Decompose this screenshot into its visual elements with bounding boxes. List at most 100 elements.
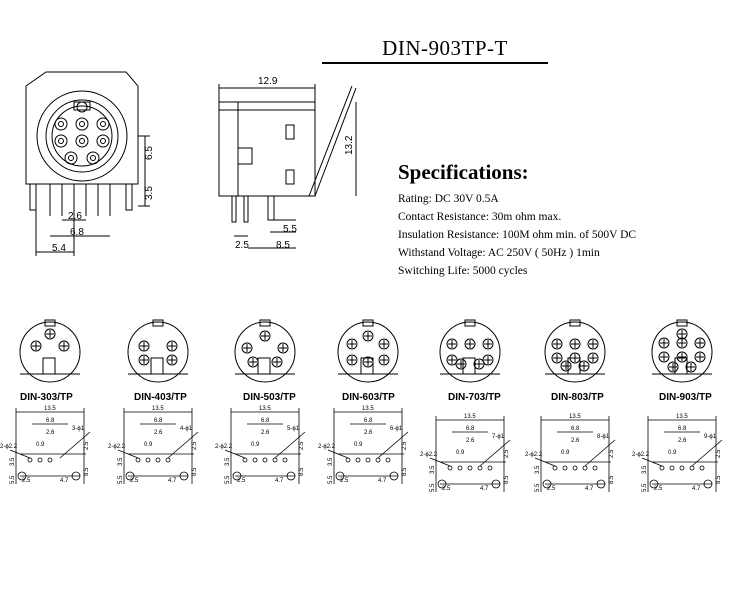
- footprint-pitch-label: 0.9: [251, 442, 260, 448]
- footprint-side-a-label: 5.5: [118, 475, 124, 484]
- footprint-side-a-label: 5.5: [642, 483, 648, 492]
- footprint-side-a-label: 5.5: [535, 483, 541, 492]
- footprint-mount-holes-label: 2-ϕ2.2: [525, 452, 543, 458]
- footprint-right-label: 8.5: [84, 467, 90, 476]
- footprint-bottom-label: 2.5: [22, 478, 31, 484]
- dim-side-pin-mid: 8.5: [276, 240, 290, 251]
- footprint-mount-holes-label: 2-ϕ2.2: [420, 452, 438, 458]
- footprint-inner-label: 2.6: [678, 438, 687, 444]
- variant-5-footprint: [429, 416, 511, 492]
- footprint-right-label: 8.5: [716, 475, 722, 484]
- specifications-heading: Specifications:: [398, 160, 529, 184]
- footprint-inner-label: 2.6: [466, 438, 475, 444]
- footprint-small-label: 4.7: [60, 478, 69, 484]
- variant-3-footprint: [224, 408, 306, 484]
- variant-1-drawing: [19, 319, 81, 383]
- footprint-hole-note: 7-ϕ1: [492, 434, 505, 440]
- footprint-side-a-label: 5.5: [10, 475, 16, 484]
- footprint-side-b-label: 3.5: [328, 457, 334, 466]
- footprint-small-label: 4.7: [275, 478, 284, 484]
- footprint-small-label: 4.7: [168, 478, 177, 484]
- footprint-width-label: 13.5: [676, 414, 688, 420]
- footprint-bottom-label: 2.5: [654, 486, 663, 492]
- variant-5-drawing: [439, 319, 501, 383]
- footprint-pitch-label: 0.9: [561, 450, 570, 456]
- title-underline: [322, 62, 548, 64]
- footprint-width-label: 13.5: [259, 406, 271, 412]
- footprint-small-label: 4.7: [480, 486, 489, 492]
- footprint-hole-note: 4-ϕ1: [180, 426, 193, 432]
- footprint-small-label: 4.7: [378, 478, 387, 484]
- front-view: [25, 71, 150, 256]
- footprint-bottom-label: 2.5: [130, 478, 139, 484]
- footprint-inner-label: 2.6: [154, 430, 163, 436]
- dim-height-upper: 6.5: [144, 146, 155, 160]
- footprint-vert-label: 2.5: [504, 449, 510, 458]
- footprint-span-label: 6.8: [46, 418, 55, 424]
- footprint-span-label: 6.8: [678, 426, 687, 432]
- footprint-vert-label: 2.5: [84, 441, 90, 450]
- footprint-span-label: 6.8: [154, 418, 163, 424]
- variant-label-803: DIN-803/TP: [551, 392, 604, 403]
- footprint-bottom-label: 2.5: [547, 486, 556, 492]
- variant-label-703: DIN-703/TP: [448, 392, 501, 403]
- footprint-side-a-label: 5.5: [225, 475, 231, 484]
- footprint-side-b-label: 3.5: [118, 457, 124, 466]
- footprint-width-label: 13.5: [152, 406, 164, 412]
- dim-pin-gap: 2.6: [68, 211, 82, 222]
- footprint-hole-note: 5-ϕ1: [287, 426, 300, 432]
- variant-label-403: DIN-403/TP: [134, 392, 187, 403]
- footprint-hole-note: 9-ϕ1: [704, 434, 717, 440]
- spec-rating: Rating: DC 30V 0.5A: [398, 193, 499, 205]
- side-view: [218, 84, 357, 249]
- spec-switching-life: Switching Life: 5000 cycles: [398, 265, 528, 277]
- footprint-small-label: 4.7: [692, 486, 701, 492]
- footprint-side-b-label: 3.5: [642, 465, 648, 474]
- dim-side-pin-right: 5.5: [283, 224, 297, 235]
- drawing-title: DIN-903TP-T: [382, 36, 508, 60]
- footprint-pitch-label: 0.9: [456, 450, 465, 456]
- variant-3-drawing: [234, 319, 296, 383]
- footprint-side-a-label: 5.5: [328, 475, 334, 484]
- variant-4-drawing: [337, 319, 399, 383]
- variant-6-drawing: [544, 319, 606, 383]
- footprint-width-label: 13.5: [44, 406, 56, 412]
- footprint-span-label: 6.8: [466, 426, 475, 432]
- footprint-side-a-label: 5.5: [430, 483, 436, 492]
- footprint-mount-holes-label: 2-ϕ2.2: [215, 444, 233, 450]
- footprint-vert-label: 2.5: [716, 449, 722, 458]
- footprint-pitch-label: 0.9: [354, 442, 363, 448]
- dim-left-offset: 5.4: [52, 243, 66, 254]
- variant-7-footprint: [641, 416, 723, 492]
- footprint-span-label: 6.8: [571, 426, 580, 432]
- footprint-width-label: 13.5: [464, 414, 476, 420]
- footprint-bottom-label: 2.5: [237, 478, 246, 484]
- footprint-side-b-label: 3.5: [430, 465, 436, 474]
- footprint-mount-holes-label: 2-ϕ2.2: [0, 444, 18, 450]
- footprint-bottom-label: 2.5: [340, 478, 349, 484]
- footprint-mount-holes-label: 2-ϕ2.2: [318, 444, 336, 450]
- footprint-right-label: 8.5: [609, 475, 615, 484]
- footprint-inner-label: 2.6: [364, 430, 373, 436]
- footprint-span-label: 6.8: [364, 418, 373, 424]
- spec-withstand-voltage: Withstand Voltage: AC 250V ( 50Hz ) 1min: [398, 247, 600, 259]
- footprint-vert-label: 2.5: [192, 441, 198, 450]
- footprint-hole-note: 6-ϕ1: [390, 426, 403, 432]
- footprint-inner-label: 2.6: [261, 430, 270, 436]
- dim-height-lower: 3.5: [144, 186, 155, 200]
- footprint-inner-label: 2.6: [46, 430, 55, 436]
- spec-contact-resistance: Contact Resistance: 30m ohm max.: [398, 211, 562, 223]
- variant-label-503: DIN-503/TP: [243, 392, 296, 403]
- variant-label-603: DIN-603/TP: [342, 392, 395, 403]
- footprint-vert-label: 2.5: [402, 441, 408, 450]
- footprint-pitch-label: 0.9: [144, 442, 153, 448]
- variant-label-903: DIN-903/TP: [659, 392, 712, 403]
- footprint-vert-label: 2.5: [299, 441, 305, 450]
- footprint-hole-note: 3-ϕ1: [72, 426, 85, 432]
- footprint-right-label: 8.5: [504, 475, 510, 484]
- footprint-span-label: 6.8: [261, 418, 270, 424]
- variant-drawings: 13.5 6.8 2.6 2-ϕ2.2 3-ϕ1 2.5 8.5 2.5 5.5 3.5 0.9 4.…: [0, 319, 723, 492]
- variant-2-footprint: [117, 408, 199, 484]
